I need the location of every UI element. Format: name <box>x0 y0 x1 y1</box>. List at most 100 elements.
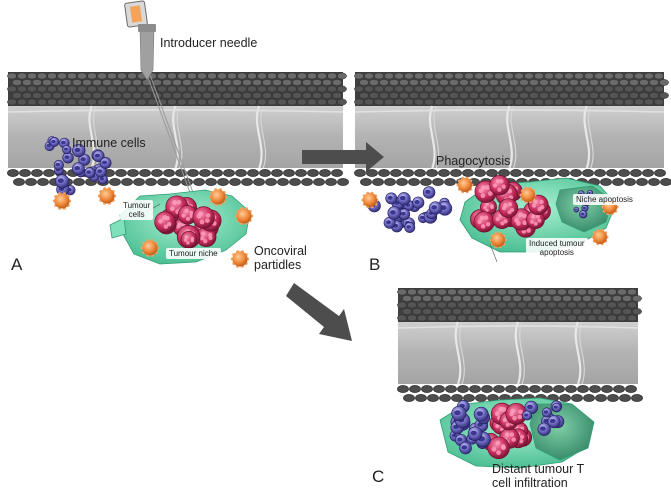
basal-cell <box>648 178 660 186</box>
epithelium-cell <box>117 85 127 93</box>
epithelium-cell <box>604 72 614 80</box>
epithelium-cell <box>629 79 639 86</box>
tissue-panel-c <box>397 288 643 402</box>
basal-cell <box>444 178 456 186</box>
epithelium-cell <box>257 98 267 106</box>
basal-cell <box>259 169 271 177</box>
panel-label-c: C <box>372 467 385 486</box>
epithelium-cell <box>379 79 389 86</box>
epithelium-cell <box>267 72 277 80</box>
basal-cell <box>654 169 666 177</box>
epithelium-cell <box>102 92 112 99</box>
epithelium-cell <box>417 288 427 296</box>
stroma-fibre <box>583 105 591 169</box>
basal-cell <box>486 169 498 177</box>
basal-cell <box>157 178 169 186</box>
oncoviral-particle <box>361 191 379 209</box>
epithelium-cell <box>604 98 614 106</box>
immune-cell <box>473 406 489 422</box>
stroma-fibre <box>519 321 525 385</box>
epithelium-cell <box>282 79 292 86</box>
epithelium-cell <box>514 85 524 93</box>
epithelium-cell <box>137 85 147 93</box>
basal-cell <box>235 169 247 177</box>
introducer-needle <box>124 0 196 199</box>
epithelium-cell <box>597 288 607 296</box>
epithelium-cell <box>537 314 547 322</box>
epithelium-cell <box>402 295 412 302</box>
basal-cell <box>594 169 606 177</box>
epithelium-cell <box>549 79 559 86</box>
epithelium-cell <box>474 98 484 106</box>
basal-cell <box>360 178 372 186</box>
tumour-cell <box>487 436 510 459</box>
phagocytosis-label: Phagocytosis <box>436 154 511 168</box>
epithelium-cell <box>322 92 332 99</box>
epithelium-cell <box>157 85 167 93</box>
epithelium-cell <box>649 92 659 99</box>
basal-cell <box>199 169 211 177</box>
epithelium-cell <box>247 72 257 80</box>
tumour-cell <box>180 230 198 248</box>
epithelium-cell <box>617 288 627 296</box>
epithelium-cell <box>102 79 112 86</box>
epithelium-cell <box>317 72 327 80</box>
epithelium-cell <box>587 314 597 322</box>
epithelium-cell <box>364 72 374 80</box>
basal-cell <box>427 394 439 402</box>
basal-cell <box>438 169 450 177</box>
epithelium-cell <box>634 98 644 106</box>
basal-cell <box>253 178 265 186</box>
epithelium-cell <box>417 314 427 322</box>
epithelium-cell <box>504 85 514 93</box>
epithelium-cell <box>587 301 597 309</box>
tissue-panel-b <box>354 72 671 186</box>
induced-tumour-apoptosis-label: Induced tumour apoptosis <box>526 238 588 259</box>
epithelium-cell <box>202 92 212 99</box>
epithelium-cell <box>162 92 172 99</box>
epithelium-cell <box>532 295 542 302</box>
basal-cell <box>271 169 283 177</box>
epithelium-cell <box>272 79 282 86</box>
epithelium-cell <box>437 288 447 296</box>
epithelium-cell <box>472 308 482 315</box>
epithelium-cell <box>609 92 619 99</box>
epithelium-cell <box>57 98 67 106</box>
immune-cell <box>383 216 396 229</box>
basal-cell <box>469 385 481 393</box>
basal-cell <box>403 394 415 402</box>
tumour-cell <box>498 198 519 218</box>
epithelium-cell <box>394 98 404 106</box>
epithelium-cell <box>454 98 464 106</box>
basal-cell <box>570 169 582 177</box>
epithelium-cell <box>67 72 77 80</box>
epithelium-cell <box>192 79 202 86</box>
epithelium-cell <box>77 85 87 93</box>
immune-cells-label: Immune cells <box>72 136 146 150</box>
epithelium-cell <box>589 92 599 99</box>
epithelium-cell <box>439 79 449 86</box>
epithelium-cell <box>412 295 422 302</box>
epithelium-cell <box>397 314 407 322</box>
immune-cell <box>72 162 85 176</box>
basal-cell <box>558 169 570 177</box>
stroma-fibre <box>574 321 582 385</box>
epithelium-cell <box>539 92 549 99</box>
epithelium-cell <box>542 308 552 315</box>
epithelium-cell <box>619 79 629 86</box>
epithelium-cell <box>444 98 454 106</box>
epithelium-cell <box>257 85 267 93</box>
epithelium-cell <box>604 85 614 93</box>
epithelium-cell <box>397 288 407 296</box>
epithelium-cell <box>467 314 477 322</box>
epithelium-cell <box>482 295 492 302</box>
epithelium-cell <box>452 295 462 302</box>
epithelium-cell <box>374 98 384 106</box>
epithelium-cell <box>354 98 364 106</box>
tumour-cell <box>526 210 545 230</box>
epithelium-cell <box>494 98 504 106</box>
epithelium-cell <box>42 92 52 99</box>
epithelium-cell <box>644 98 654 106</box>
epithelium-cell <box>589 79 599 86</box>
basal-cell <box>73 178 85 186</box>
